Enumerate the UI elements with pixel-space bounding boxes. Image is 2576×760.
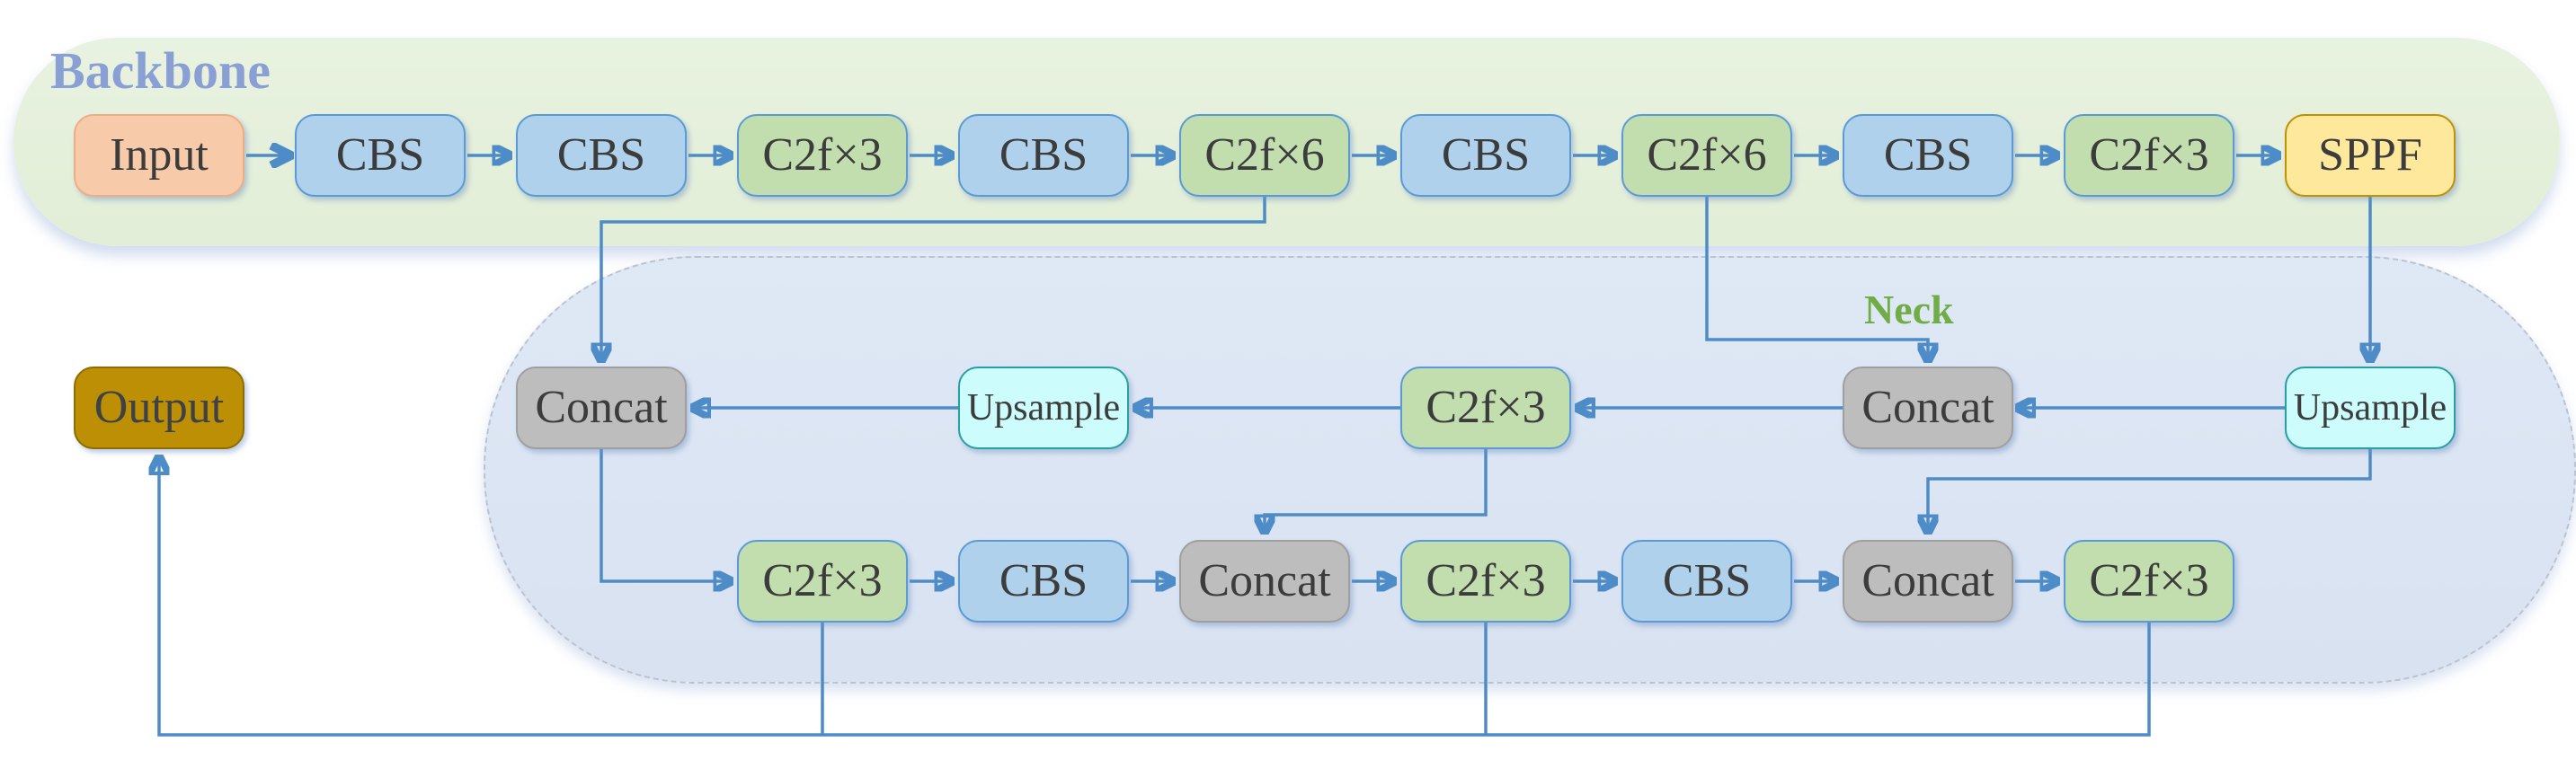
- node-cbs-5: CBS: [1843, 114, 2013, 197]
- node-output: Output: [74, 367, 244, 449]
- backbone-label: Backbone: [50, 41, 271, 100]
- node-c2f6-a: C2f×6: [1179, 114, 1350, 197]
- node-c2f3-p5: C2f×3: [2064, 540, 2234, 623]
- node-c2f3-b: C2f×3: [2064, 114, 2234, 197]
- node-input: Input: [74, 114, 244, 197]
- node-cbs-4: CBS: [1400, 114, 1571, 197]
- edge-c2f6b-concat2: [1705, 197, 1928, 363]
- node-c2f3-p3: C2f×3: [737, 540, 908, 623]
- node-concat-1: Concat: [516, 367, 687, 449]
- node-concat-2: Concat: [1843, 367, 2013, 449]
- edge-p5-collector-output: [159, 455, 2151, 737]
- node-concat-b2: Concat: [1843, 540, 2013, 623]
- edge-c2f3mid-concatb1: [1265, 449, 1488, 535]
- node-c2f3-a: C2f×3: [737, 114, 908, 197]
- node-c2f3-mid: C2f×3: [1400, 367, 1571, 449]
- node-upsample-1: Upsample: [958, 367, 1129, 449]
- node-c2f3-p4: C2f×3: [1400, 540, 1571, 623]
- neck-label: Neck: [1864, 287, 1954, 332]
- node-sppf: SPPF: [2285, 114, 2456, 197]
- node-concat-b1: Concat: [1179, 540, 1350, 623]
- node-upsample-2: Upsample: [2285, 367, 2456, 449]
- node-cbs-3: CBS: [958, 114, 1129, 197]
- edge-concat1-c2f3p3: [600, 449, 733, 581]
- edge-c2f6a-concat1: [601, 197, 1266, 363]
- node-c2f6-b: C2f×6: [1621, 114, 1792, 197]
- node-cbs-6: CBS: [958, 540, 1129, 623]
- node-cbs-1: CBS: [295, 114, 466, 197]
- edge-upsample2-concatb2: [1928, 449, 2372, 535]
- node-cbs-2: CBS: [516, 114, 687, 197]
- node-cbs-7: CBS: [1621, 540, 1792, 623]
